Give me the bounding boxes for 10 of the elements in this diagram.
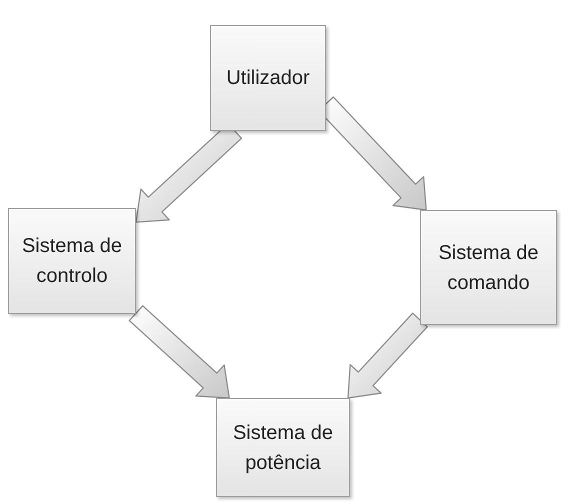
box-label: Sistema de controlo [20,234,124,289]
block-arrow [128,305,230,399]
process-box [210,25,326,131]
process-box [420,210,557,325]
process-box [216,398,350,497]
box-label: Sistema de potência [232,420,334,476]
block-arrow [347,312,428,399]
box-label: Sistema de comando [437,240,540,296]
box-label: Utilizador [226,66,310,91]
process-box [8,208,136,314]
